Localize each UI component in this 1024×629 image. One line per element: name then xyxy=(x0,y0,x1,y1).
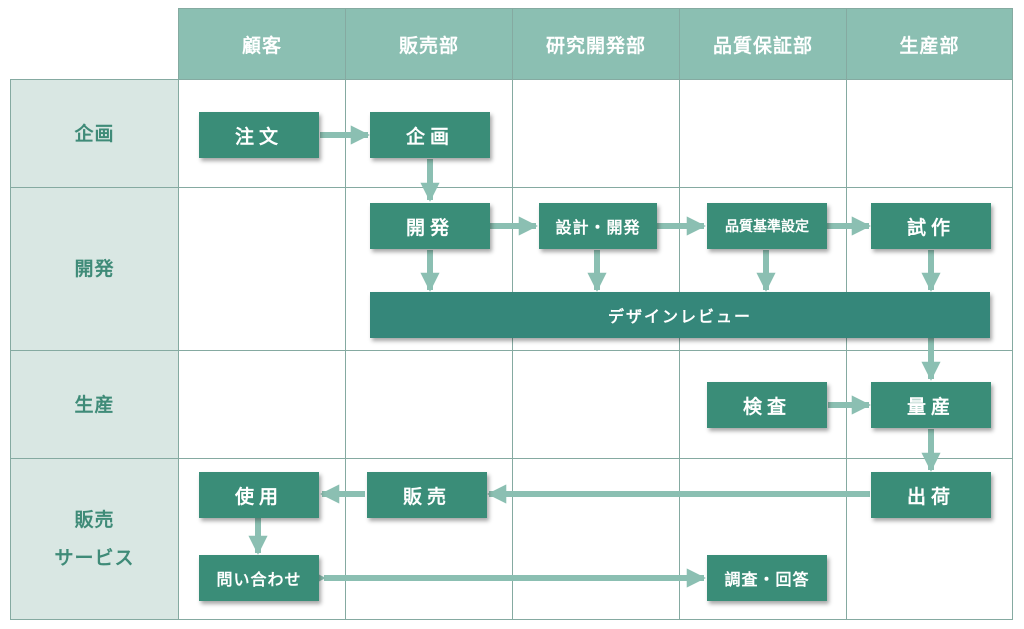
row-header-development: 開発 xyxy=(10,187,179,351)
box-sales: 販売 xyxy=(367,472,487,518)
column-header-customer: 顧客 xyxy=(178,8,346,80)
box-quality-standard: 品質基準設定 xyxy=(707,203,827,249)
box-prototype: 試作 xyxy=(871,203,991,249)
column-header-production-dept: 生産部 xyxy=(846,8,1013,80)
column-header-sales-dept: 販売部 xyxy=(345,8,513,80)
box-planning: 企画 xyxy=(370,112,490,158)
box-development: 開発 xyxy=(370,203,490,249)
box-design-development: 設計・開発 xyxy=(539,203,657,249)
row-header-sales-service: 販売 サービス xyxy=(10,458,179,620)
box-shipping: 出荷 xyxy=(871,472,991,518)
box-inspection: 検査 xyxy=(707,382,827,428)
grid-cell xyxy=(178,187,346,351)
box-inquiry: 問い合わせ xyxy=(199,555,319,601)
box-order: 注文 xyxy=(199,112,319,158)
box-design-review: デザインレビュー xyxy=(370,292,990,338)
grid-cell xyxy=(512,350,680,459)
column-header-rnd-dept: 研究開発部 xyxy=(512,8,680,80)
box-use: 使用 xyxy=(199,472,319,518)
box-investigation-response: 調査・回答 xyxy=(707,555,827,601)
box-mass-production: 量産 xyxy=(871,382,991,428)
grid-cell xyxy=(345,350,513,459)
grid-cell xyxy=(512,458,680,620)
